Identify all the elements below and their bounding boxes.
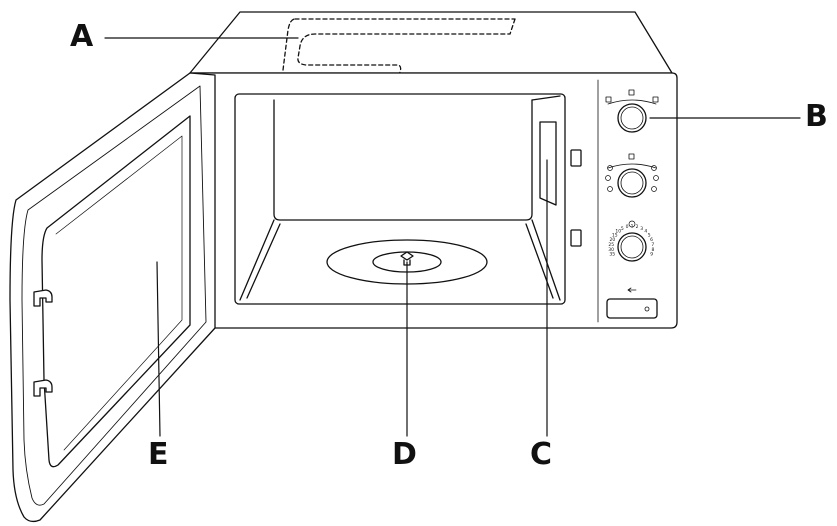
timer-mark: 4	[644, 229, 647, 235]
leader-lines	[104, 37, 801, 437]
timer-mark: 5	[648, 233, 651, 239]
callout-d: D	[392, 437, 417, 472]
cabinet-front	[189, 72, 678, 331]
timer-mark: 3	[640, 226, 643, 232]
timer-mark: 25	[608, 242, 614, 248]
door-window	[41, 115, 191, 468]
open-door	[9, 72, 216, 523]
timer-mark: 1	[631, 224, 634, 230]
leader-line-e	[156, 261, 161, 437]
door-latch-hook-top	[33, 289, 53, 307]
waveguide-outline	[282, 18, 516, 79]
oven-cavity	[234, 93, 566, 305]
timer-mark: 7	[651, 242, 654, 248]
function-knob[interactable]	[605, 153, 659, 198]
timer-icon	[628, 220, 636, 228]
power-knob[interactable]	[605, 89, 659, 133]
timer-knob[interactable]	[617, 220, 647, 262]
timer-mark: 2	[636, 224, 639, 230]
timer-mark: 9	[650, 252, 653, 258]
latch-slot-bottom	[570, 229, 582, 247]
timer-mark: 0	[626, 224, 629, 230]
timer-mark: 6	[650, 237, 653, 243]
door-latch-hook-bottom	[33, 379, 53, 397]
latch-slot-top	[570, 149, 582, 167]
timer-mark: 15	[612, 233, 618, 239]
timer-mark: 35	[609, 252, 615, 258]
door-release-button[interactable]	[606, 287, 658, 319]
timer-mark: 20	[610, 237, 616, 243]
timer-mark: 30	[608, 247, 614, 253]
callout-a: A	[70, 19, 94, 54]
timer-mark: 8	[651, 247, 654, 253]
door-release-icon	[627, 287, 637, 293]
callout-c: C	[530, 437, 553, 472]
waveguide-cover	[539, 121, 557, 206]
cabinet-top	[189, 11, 673, 79]
callout-b: B	[805, 99, 828, 134]
timer-mark: 5	[621, 226, 624, 232]
timer-mark: 10	[615, 229, 621, 235]
callout-e: E	[148, 437, 169, 472]
